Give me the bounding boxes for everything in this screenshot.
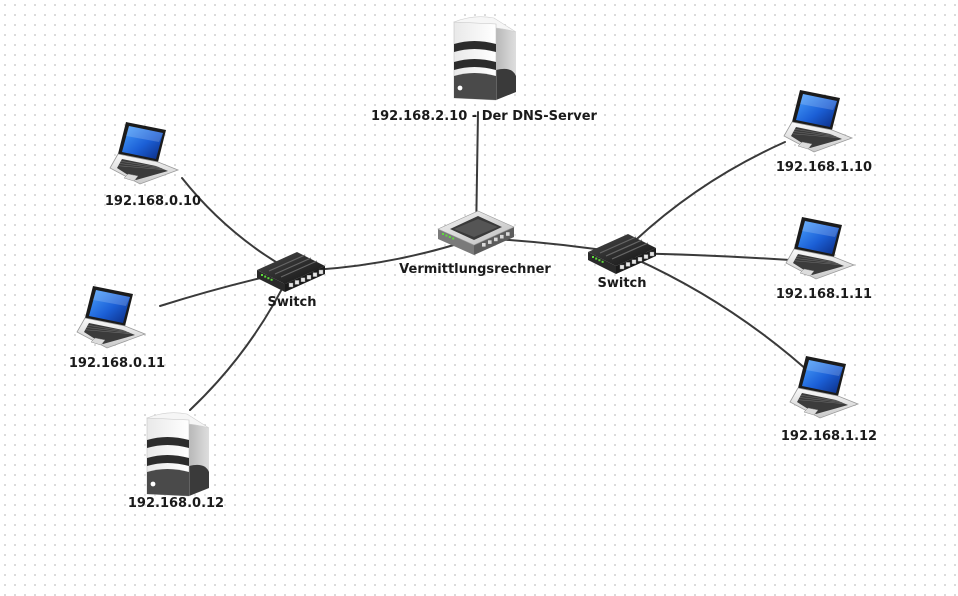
laptop-icon — [789, 356, 860, 419]
laptop-icon — [783, 90, 854, 153]
laptop-icon — [76, 286, 147, 349]
node-label-switch-right: Switch — [597, 276, 647, 291]
node-label-router: Vermittlungsrechner — [399, 262, 551, 277]
node-label-laptop-0-11: 192.168.0.11 — [68, 356, 166, 371]
node-label-dns-server: 192.168.2.10 - Der DNS-Server — [371, 109, 597, 124]
switch-icon — [257, 252, 325, 292]
connection-switch-right-laptop-1-12 — [621, 252, 819, 381]
connection-switch-right-laptop-1-10 — [621, 141, 786, 254]
laptop-icon — [785, 217, 856, 280]
switch-icon — [588, 234, 656, 274]
node-label-laptop-1-10: 192.168.1.10 — [775, 160, 873, 175]
router-icon — [437, 210, 515, 255]
node-label-server-0-12: 192.168.0.12 — [127, 496, 225, 511]
laptop-icon — [109, 122, 180, 185]
server-icon — [146, 412, 210, 497]
node-label-laptop-1-11: 192.168.1.11 — [775, 287, 873, 302]
devices — [76, 16, 860, 497]
connections — [159, 111, 819, 411]
server-icon — [453, 16, 517, 101]
connection-switch-left-laptop-0-10 — [181, 177, 292, 272]
node-label-switch-left: Switch — [267, 295, 317, 310]
node-label-laptop-1-12: 192.168.1.12 — [780, 429, 878, 444]
node-label-laptop-0-10: 192.168.0.10 — [104, 194, 202, 209]
